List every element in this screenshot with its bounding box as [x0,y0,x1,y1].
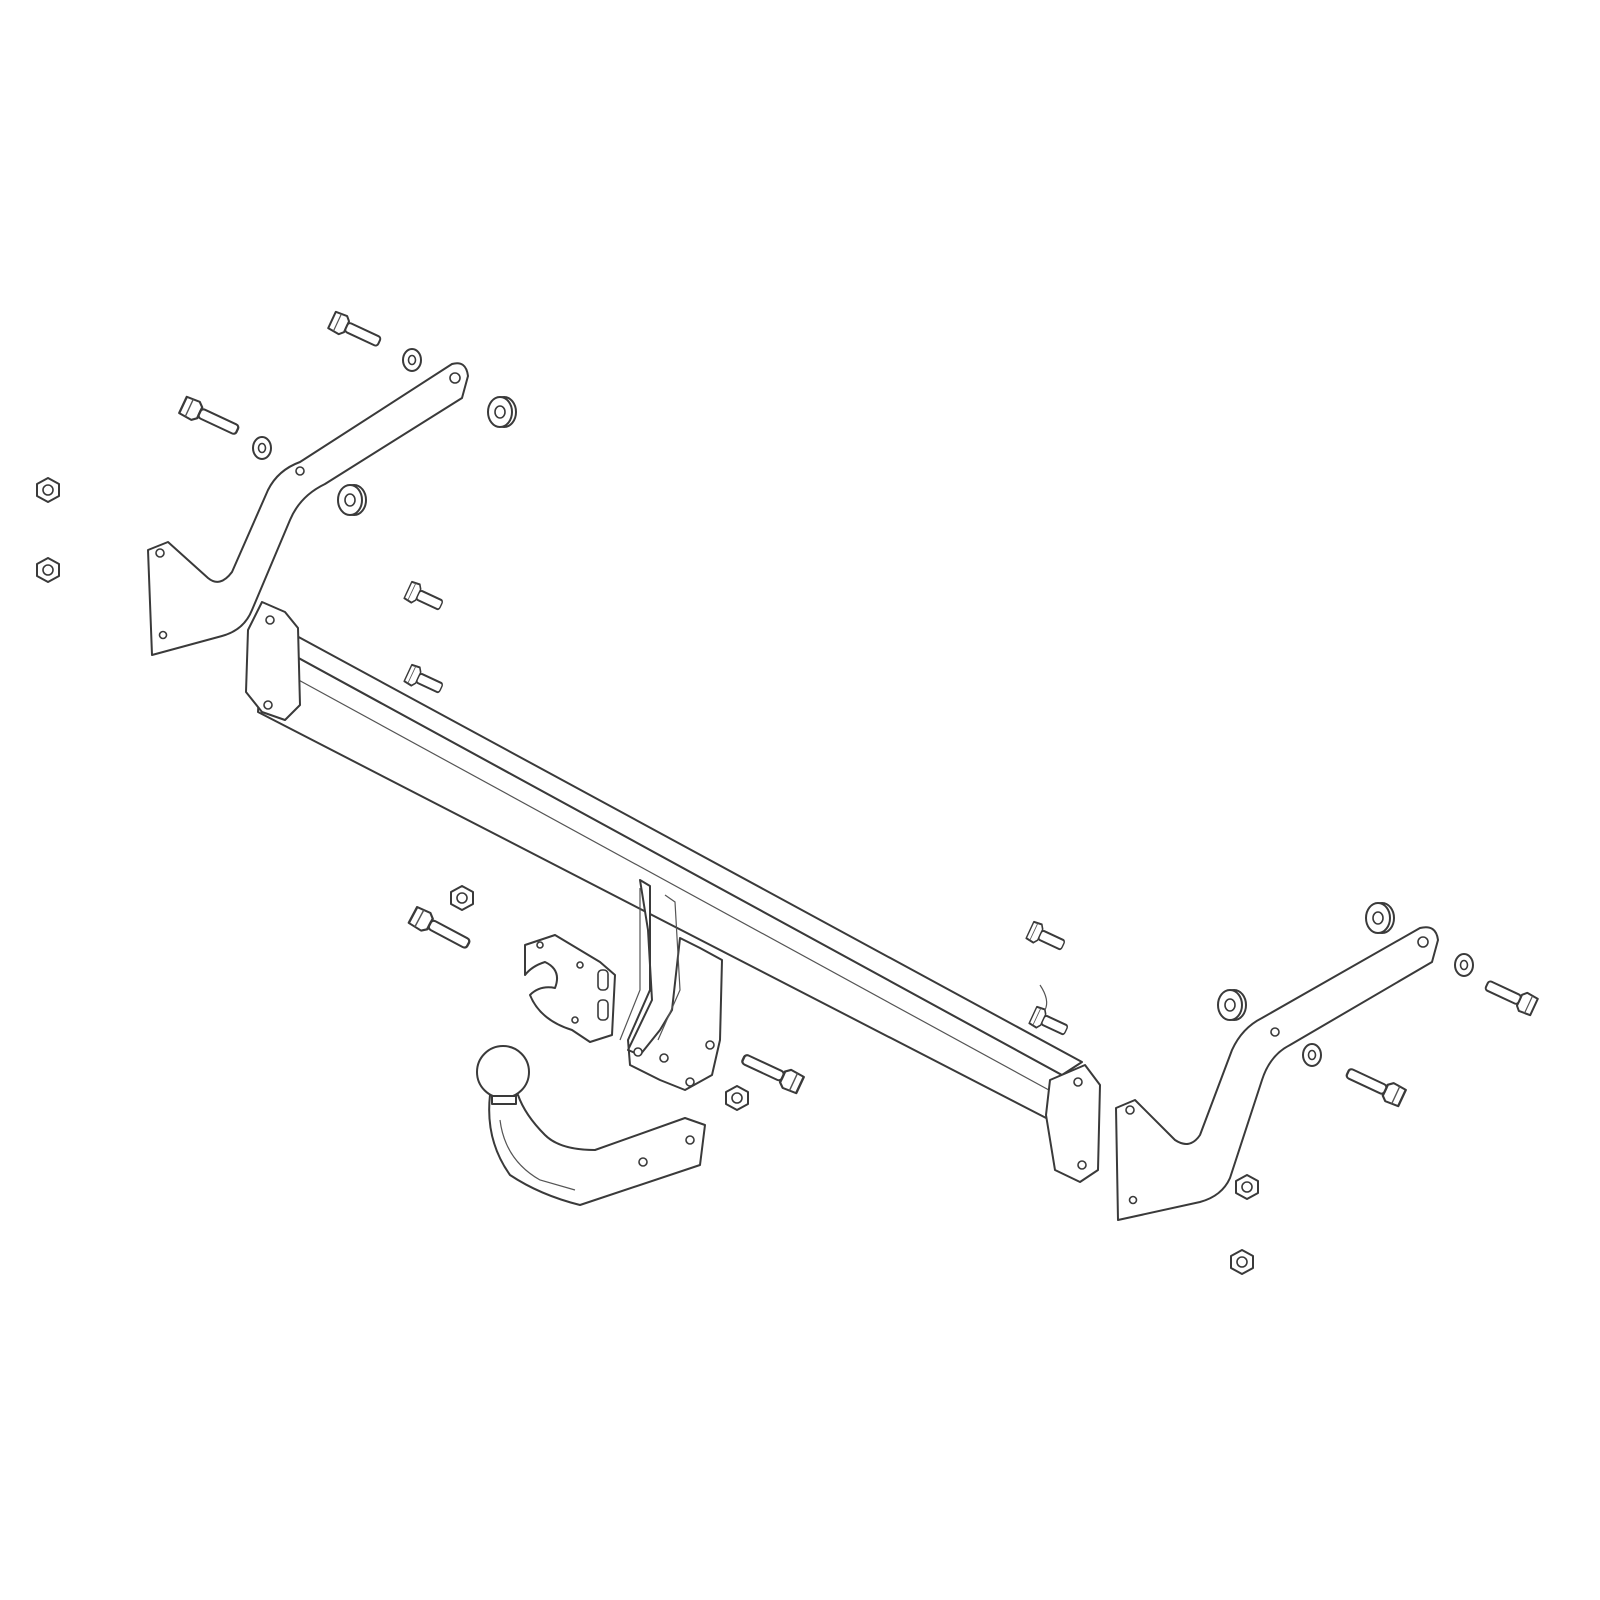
nut [1230,1249,1254,1275]
main-cross-tube [245,601,1101,1183]
socket-mounting-plate [524,934,616,1043]
bolt [1027,1004,1072,1041]
bolt [402,579,447,616]
right-side-bracket [1115,926,1439,1221]
spacer [1217,989,1247,1021]
fasteners [36,309,1540,1275]
spacer [1365,902,1395,934]
spacer [487,396,517,428]
washer [252,436,272,460]
nut [1235,1174,1259,1200]
washer [402,348,422,372]
bolt [407,905,474,955]
bolt [402,662,447,699]
bolt [326,309,385,353]
bolt [1481,974,1540,1018]
left-side-bracket [147,362,469,656]
washer [1454,953,1474,977]
nut [725,1085,749,1111]
center-mounting-brackets [619,879,723,1091]
washer [1302,1043,1322,1067]
nut [36,477,60,503]
bolt [1024,919,1069,956]
bolt [1342,1062,1408,1109]
bolt [738,1048,806,1096]
leader-line [1039,984,1048,1011]
nut [450,885,474,911]
nut [36,557,60,583]
tow-ball-neck [476,1045,706,1206]
bolt [177,394,243,441]
spacer [337,484,367,516]
